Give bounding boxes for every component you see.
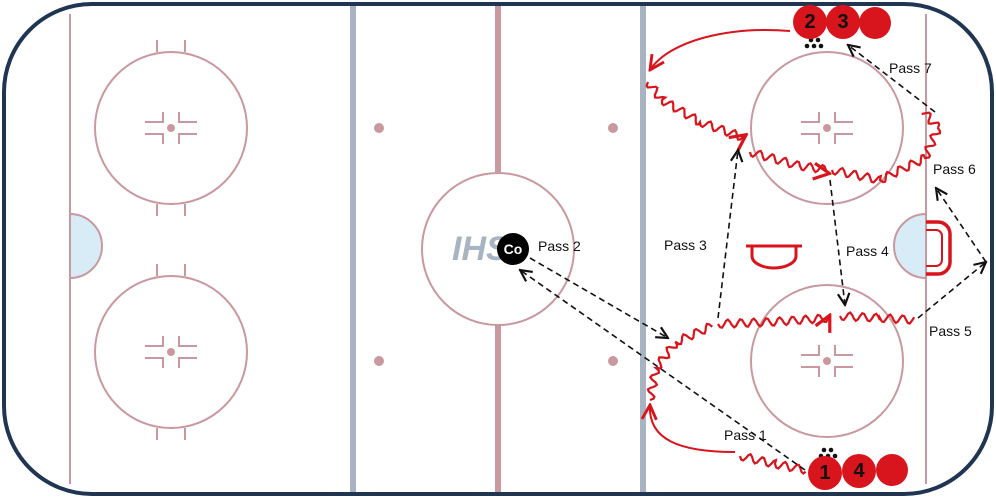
neutral-dot xyxy=(608,356,618,366)
right-goal-crease xyxy=(893,212,927,280)
goal-net-icon xyxy=(926,220,952,276)
pass-2-line xyxy=(529,257,668,338)
player-1: 1 xyxy=(808,456,842,490)
neutral-dot xyxy=(608,123,618,133)
pass-1-line xyxy=(520,270,806,471)
stickhandle-route-bottom-lower xyxy=(839,311,916,325)
player-2: 2 xyxy=(793,5,827,39)
pass-1-label: Pass 1 xyxy=(724,427,767,443)
pass-4-line xyxy=(829,179,845,305)
pass-6-line xyxy=(936,188,987,263)
pass-2-label: Pass 2 xyxy=(538,238,581,254)
pass-7-label: Pass 7 xyxy=(889,60,932,76)
player-unnumbered-top xyxy=(859,7,891,39)
player-4: 4 xyxy=(842,454,876,488)
pass-5-line xyxy=(917,262,986,319)
tire-obstacle-icon xyxy=(746,244,802,270)
stickhandle-route-top xyxy=(645,81,747,140)
pass-6-label: Pass 6 xyxy=(933,161,976,177)
pass-3-label: Pass 3 xyxy=(664,237,707,253)
pass-4-label: Pass 4 xyxy=(846,243,889,259)
faceoff-circle-left-bottom xyxy=(94,264,248,440)
player-3: 3 xyxy=(826,5,860,39)
skate-route-bottom-return xyxy=(650,405,736,453)
stickhandle-route-middle xyxy=(748,149,830,174)
stickhandle-route-upper-right xyxy=(830,111,942,184)
pass-3-line xyxy=(717,150,738,319)
goal-net-inner-icon xyxy=(926,229,943,267)
stickhandle-route-bottom-start xyxy=(738,452,807,475)
faceoff-circle-right-top xyxy=(750,51,904,205)
faceoff-circle-right-bottom xyxy=(750,284,904,438)
skate-route-top-return xyxy=(650,29,791,70)
neutral-dot xyxy=(374,356,384,366)
faceoff-circle-left-top xyxy=(94,40,248,216)
player-unnumbered-bottom xyxy=(876,454,908,486)
coach-marker: Co xyxy=(497,233,529,265)
stickhandle-route-bottom-left xyxy=(646,322,713,402)
pass-7-line xyxy=(848,45,936,113)
left-goal-crease xyxy=(69,212,103,280)
pass-5-label: Pass 5 xyxy=(929,323,972,339)
neutral-dot xyxy=(374,123,384,133)
stickhandle-route-bottom-upper xyxy=(717,315,830,328)
